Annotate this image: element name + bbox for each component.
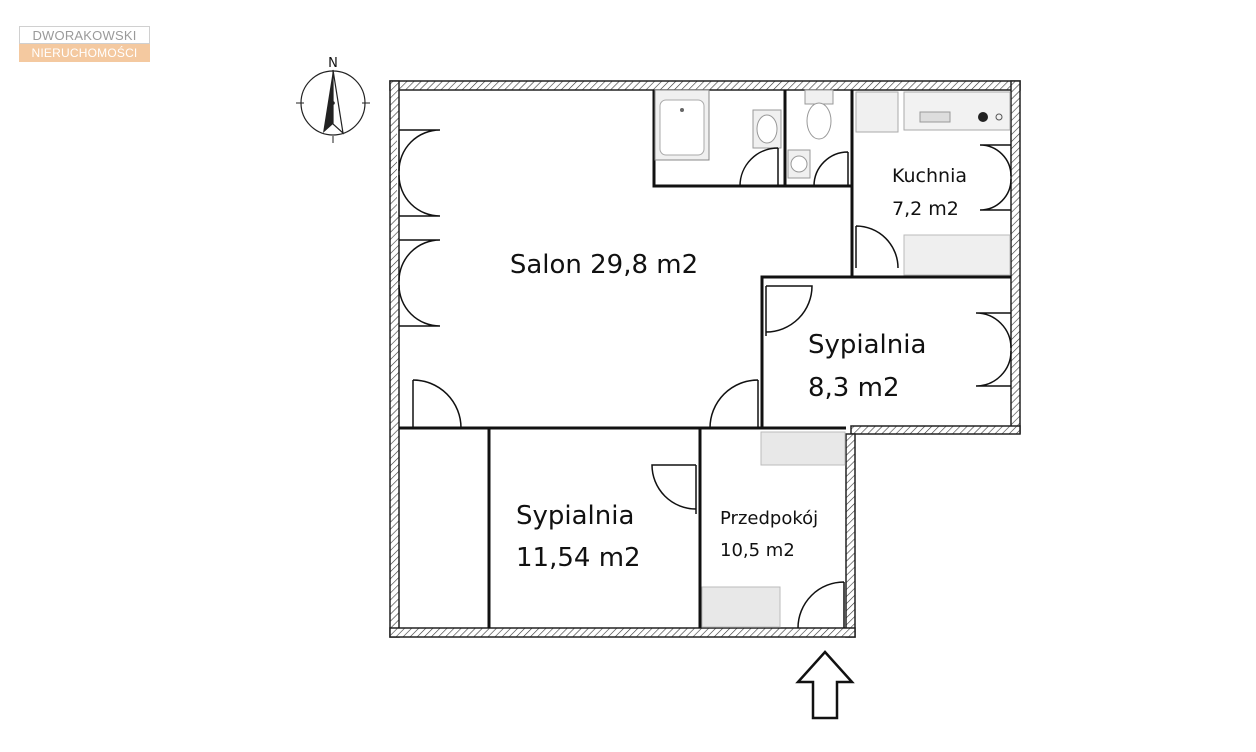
room-area-przedpokoj: 10,5 m2 (720, 540, 795, 561)
interior-walls (399, 90, 1011, 628)
wardrobe-lower (701, 586, 781, 628)
window-bedroom-small (975, 312, 1012, 387)
room-name-sypialnia-small: Sypialnia (808, 330, 926, 360)
window-left-lower (398, 239, 441, 327)
door-bedroom-small (765, 285, 813, 336)
door-salon-hall (709, 379, 759, 429)
door-kitchen (855, 225, 899, 269)
door-entrance (797, 581, 845, 629)
entrance-arrow-icon (795, 650, 855, 720)
door-bedroom-large (651, 464, 697, 514)
small-sink (787, 149, 811, 179)
door-bathroom (739, 147, 779, 187)
window-left-upper (397, 129, 441, 217)
door-salon-balcony (412, 379, 462, 429)
room-area-kuchnia: 7,2 m2 (892, 198, 959, 220)
brand-logo: DWORAKOWSKI NIERUCHOMOŚCI (19, 26, 150, 62)
wardrobe-upper (760, 431, 846, 466)
kitchen-cabinet (903, 234, 1011, 276)
window-kitchen (979, 144, 1012, 211)
brand-tagline: NIERUCHOMOŚCI (19, 44, 150, 62)
room-area-sypialnia-small: 8,3 m2 (808, 373, 899, 403)
north-arrow-icon: N (296, 56, 370, 143)
room-name-kuchnia: Kuchnia (892, 165, 967, 187)
room-name-sypialnia-large: Sypialnia (516, 501, 634, 531)
outer-walls (389, 80, 1021, 638)
bathtub (654, 89, 710, 161)
washbasin (752, 109, 782, 149)
north-label: N (328, 56, 338, 71)
toilet (804, 89, 834, 140)
room-label-salon: Salon 29,8 m2 (510, 250, 698, 280)
door-toilet (813, 151, 849, 187)
brand-name: DWORAKOWSKI (19, 26, 150, 44)
kitchen-counter (855, 91, 1011, 133)
room-name-przedpokoj: Przedpokój (720, 508, 818, 529)
room-area-sypialnia-large: 11,54 m2 (516, 543, 641, 573)
